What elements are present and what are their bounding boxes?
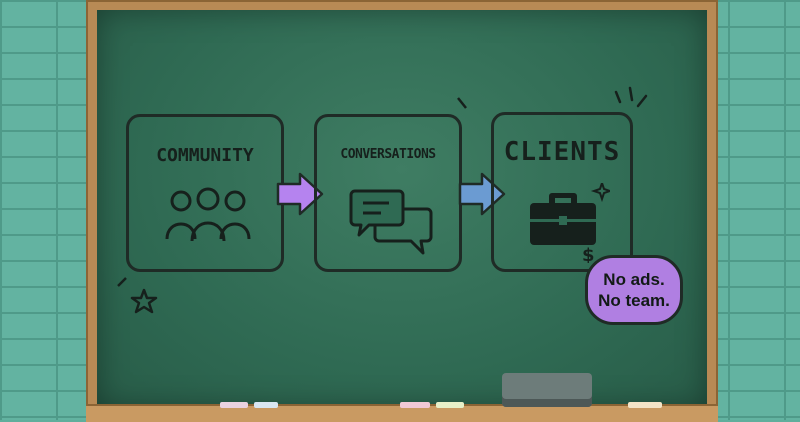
badge-line-2: No team. [598, 291, 670, 310]
svg-text:$: $ [582, 245, 595, 263]
badge-line-1: No ads. [603, 270, 665, 289]
step-clients-card: CLIENTS $ [491, 112, 633, 272]
step-community-label: COMMUNITY [156, 145, 254, 166]
chalk-stick [254, 402, 278, 408]
step-community-card: COMMUNITY [126, 114, 284, 272]
step-clients-label: CLIENTS [503, 137, 621, 167]
step-conversations-label: CONVERSATIONS [340, 147, 436, 162]
sparkle-line-icon [117, 277, 127, 287]
briefcase-icon: $ [530, 183, 610, 263]
sparkle-lines-icon [614, 86, 648, 108]
chalk-stick [436, 402, 464, 408]
people-group-icon [165, 187, 251, 242]
no-ads-no-team-badge: No ads. No team. [585, 255, 683, 325]
chalkboard-eraser [502, 373, 592, 407]
arrow-right-icon [276, 172, 324, 216]
chalk-stick [220, 402, 248, 408]
step-conversations-card: CONVERSATIONS [314, 114, 462, 272]
chat-bubbles-icon [349, 189, 433, 255]
sparkle-line-icon [457, 97, 467, 109]
star-doodle-icon [130, 288, 158, 314]
chalk-stick [628, 402, 662, 408]
chalk-stick [400, 402, 430, 408]
